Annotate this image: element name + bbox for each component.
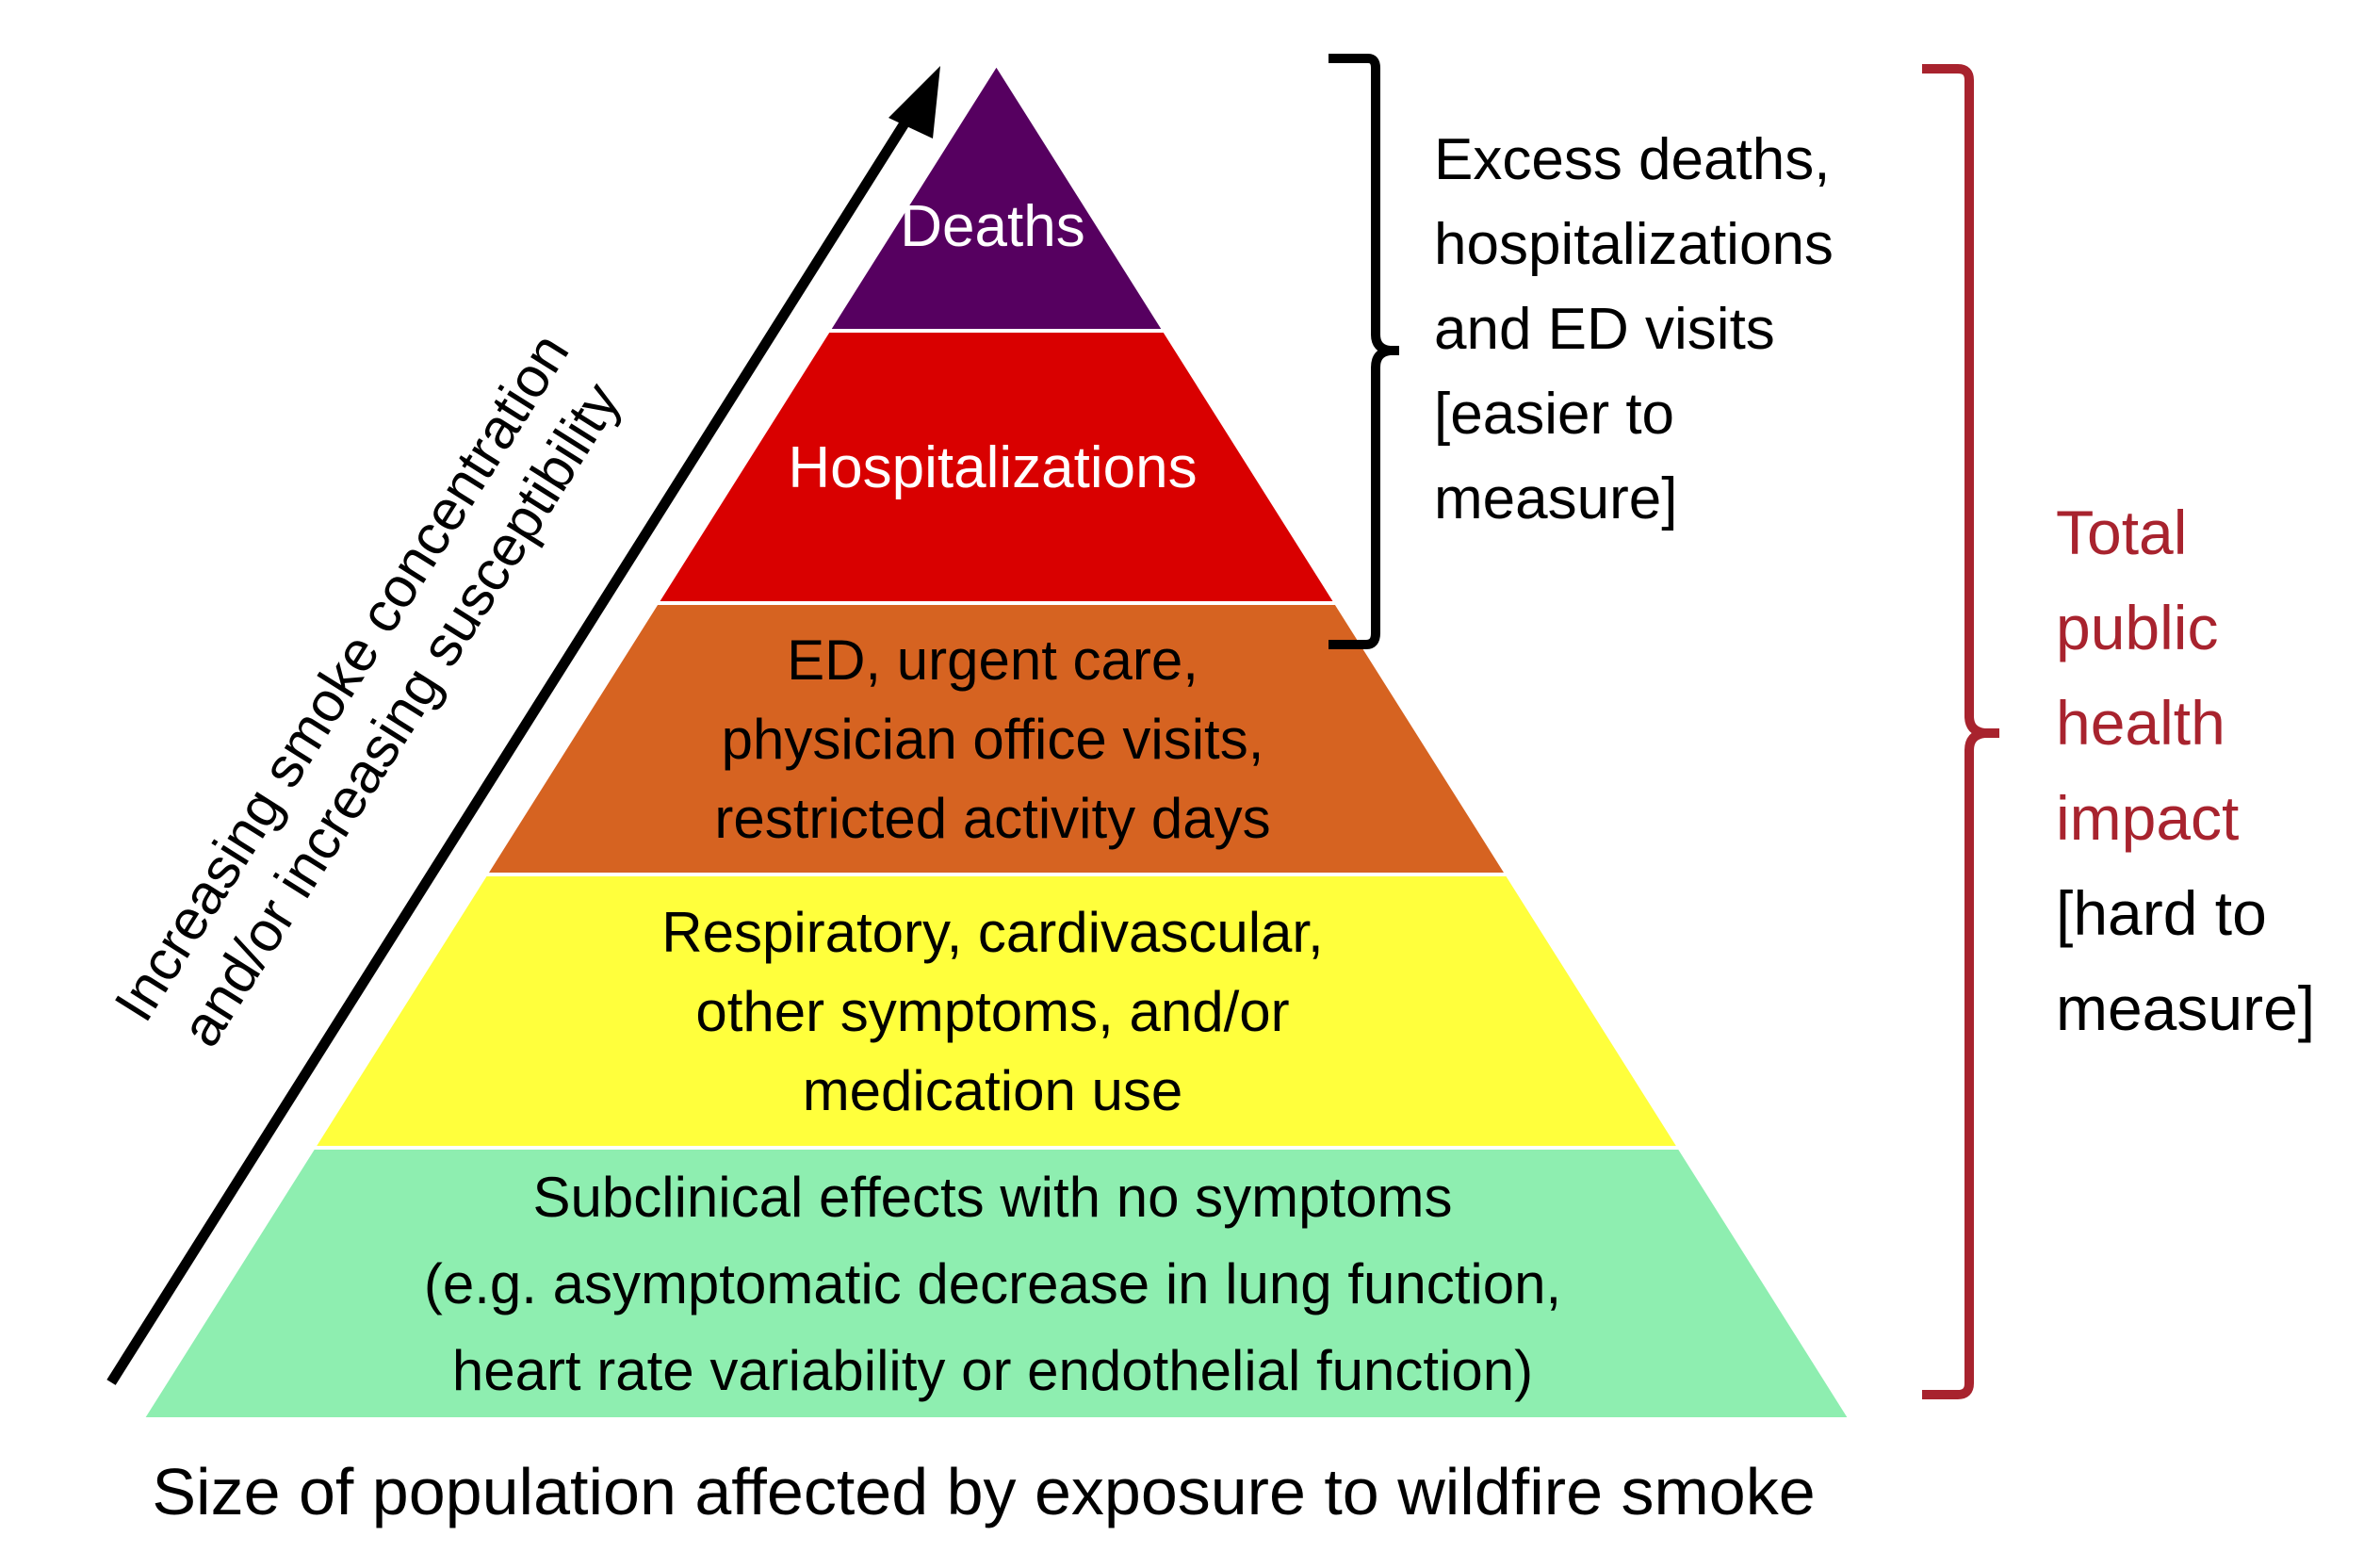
upper-bracket-label-line: hospitalizations	[1434, 212, 1834, 277]
pyramid-layer-label: (e.g. asymptomatic decrease in lung func…	[424, 1252, 1561, 1315]
pyramid-layer-label: Subclinical effects with no symptoms	[533, 1166, 1453, 1229]
increasing-arrow	[106, 66, 940, 1385]
total-impact-note-line: measure]	[2056, 973, 2315, 1043]
upper-bracket-label-line: Excess deaths,	[1434, 127, 1830, 192]
total-impact-label-line: impact	[2056, 783, 2239, 853]
pyramid-layer-label: Deaths	[900, 194, 1084, 259]
pyramid-layer-label: ED, urgent care,	[787, 629, 1198, 692]
total-impact-note-line: [hard to	[2056, 878, 2267, 948]
total-bracket-label: Total public health impact [hard to measure]	[2056, 498, 2315, 1043]
total-impact-label-line: public	[2056, 593, 2218, 662]
upper-bracket	[1329, 54, 1399, 649]
upper-bracket-label-line: and ED visits	[1434, 297, 1775, 362]
pyramid-layer-label: restricted activity days	[714, 787, 1270, 850]
pyramid-layer-label: medication use	[803, 1059, 1183, 1122]
upper-bracket-label: Excess deaths, hospitalizations and ED vis…	[1434, 127, 1834, 531]
upper-bracket-label-line: [easier to	[1434, 382, 1674, 447]
pyramid-layer-5	[139, 1146, 1854, 1421]
pyramid-layer-label: Hospitalizations	[788, 435, 1197, 500]
pyramid-layer-label: Respiratory, cardivascular,	[661, 901, 1323, 964]
total-impact-label-line: health	[2056, 688, 2225, 758]
pyramid-layer-label: heart rate variability or endothelial fu…	[452, 1339, 1533, 1402]
pyramid-layer-label: physician office visits,	[722, 708, 1264, 771]
total-impact-label-line: Total	[2056, 498, 2187, 567]
x-axis-label: Size of population affected by exposure …	[152, 1455, 1815, 1528]
upper-bracket-label-line: measure]	[1434, 466, 1677, 531]
pyramid-layer-label: other symptoms, and/or	[695, 980, 1289, 1043]
total-bracket	[1922, 64, 1999, 1399]
